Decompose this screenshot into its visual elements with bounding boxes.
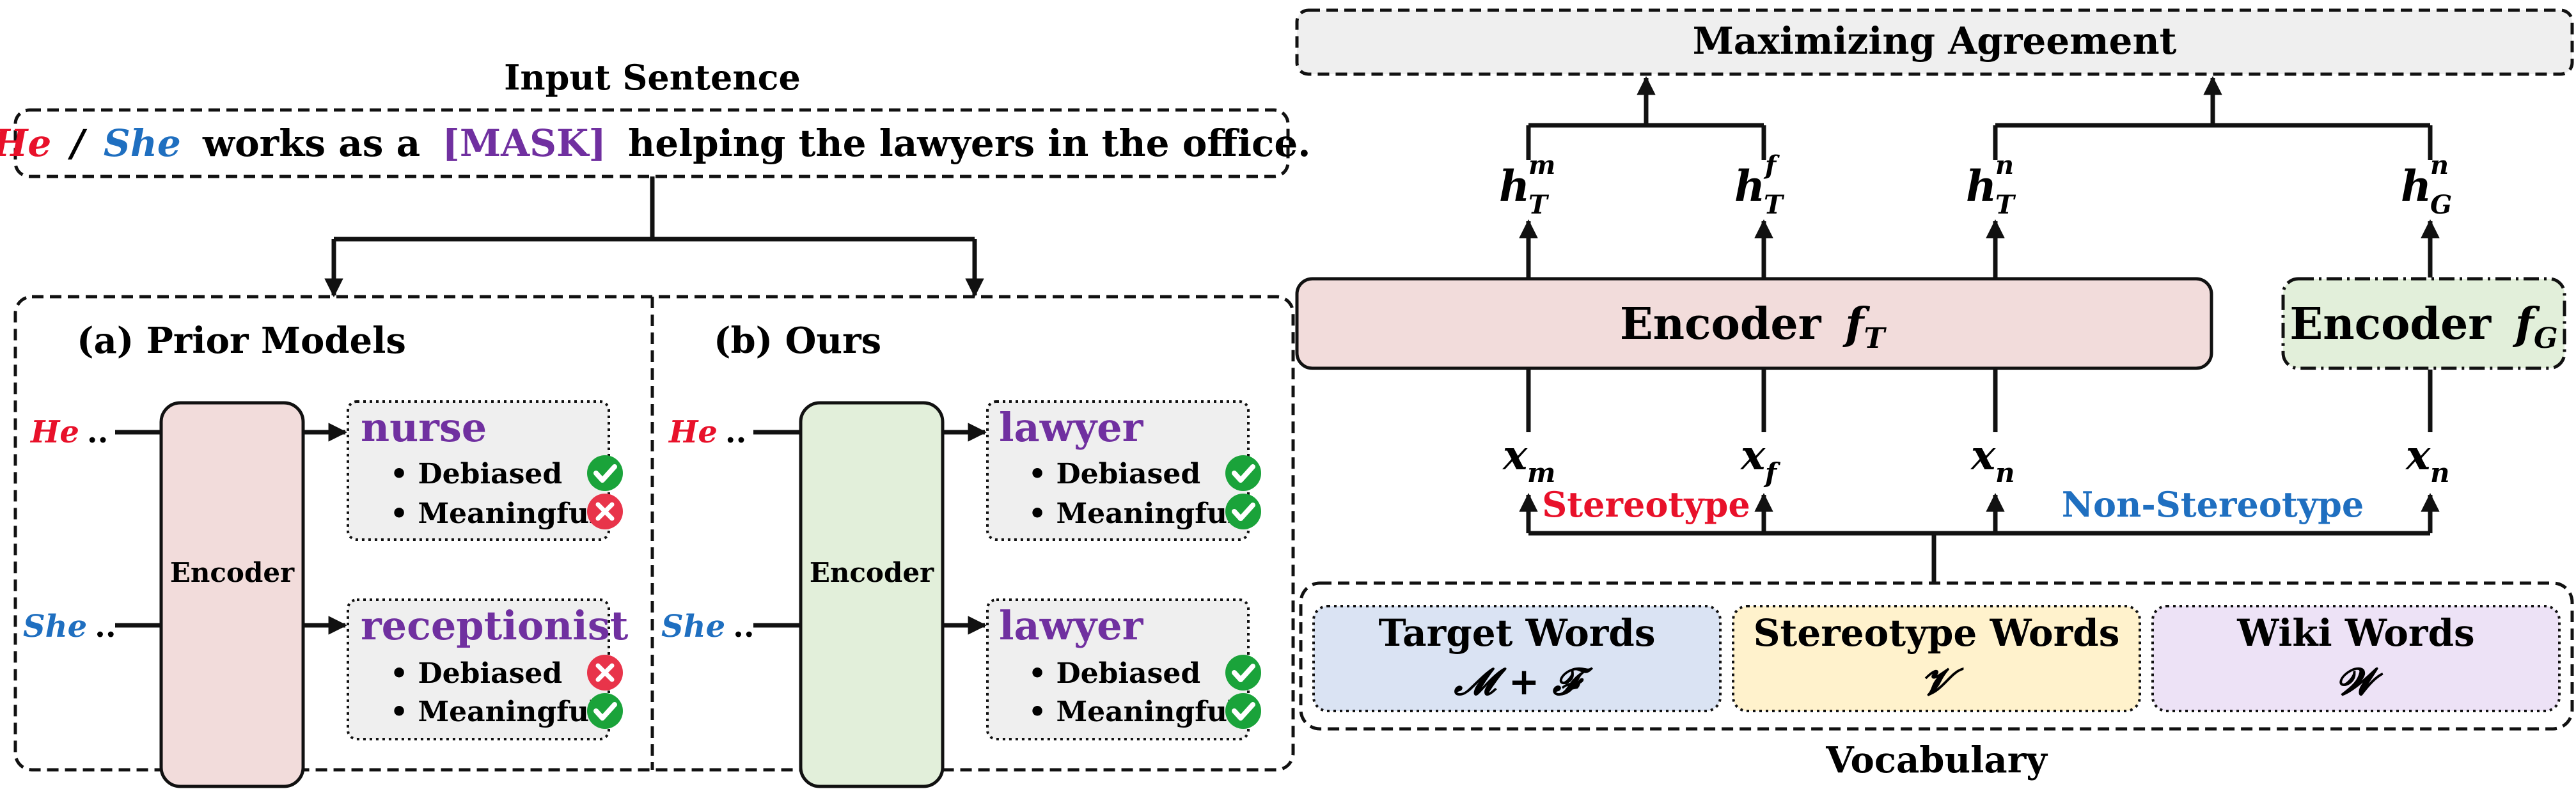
check-icon xyxy=(587,455,623,491)
svg-text:h: h xyxy=(1499,161,1530,211)
slash-token: / xyxy=(67,121,87,165)
stereotype-words-title: Stereotype Words xyxy=(1754,611,2120,655)
svg-text:h: h xyxy=(1966,161,1997,211)
ours-he-input: He.. xyxy=(668,414,746,450)
sentence-tail: helping the lawyers in the office. xyxy=(628,121,1310,165)
svg-text:x: x xyxy=(2405,432,2431,480)
ours-output-2-line-2: • Meaningful xyxy=(1028,696,1238,728)
input-sentence-box xyxy=(13,108,1290,178)
prior-output-box-1 xyxy=(347,400,610,541)
x-node-1: x m xyxy=(1502,432,1555,488)
ours-output-1-line-2: • Meaningful xyxy=(1028,497,1238,530)
encoder-fg-label: Encoder fG xyxy=(2289,299,2557,355)
h-node-2: h f T xyxy=(1734,150,1785,220)
svg-text:n: n xyxy=(1995,150,2014,180)
ours-she-input: She.. xyxy=(661,609,755,644)
encoder-to-h-arrows xyxy=(1519,219,2440,277)
target-words-box xyxy=(1312,605,1722,712)
svg-text:T: T xyxy=(1995,190,2016,220)
svg-text:h: h xyxy=(1734,161,1765,211)
input-split-arrows xyxy=(324,176,984,297)
check-icon xyxy=(1225,655,1261,691)
ours-output-word-2: lawyer xyxy=(999,602,1144,649)
maximizing-agreement-box xyxy=(1295,8,2574,76)
wiki-words-title: Wiki Words xyxy=(2236,611,2474,655)
target-words-symbol: 𝓜 + 𝓕 xyxy=(1454,660,1594,703)
svg-text:f: f xyxy=(1763,150,1780,180)
check-icon xyxy=(587,693,623,729)
prior-encoder-label: Encoder xyxy=(170,557,295,588)
svg-text:f: f xyxy=(1763,457,1781,488)
prior-output-1-line-1: • Debiased xyxy=(390,458,562,490)
svg-text:n: n xyxy=(2430,457,2450,488)
check-icon xyxy=(1225,693,1261,729)
vocab-to-x-arrows xyxy=(1519,493,2440,582)
svg-text:x: x xyxy=(1740,432,1766,480)
check-icon xyxy=(1225,494,1261,529)
ours-output-2-line-1: • Debiased xyxy=(1028,657,1200,690)
prior-models-title: (a) Prior Models xyxy=(77,320,406,362)
ours-output-box-2 xyxy=(986,598,1250,740)
h-node-3: h n T xyxy=(1966,150,2016,220)
sentence-mid: works as a xyxy=(202,121,420,165)
comparison-frame xyxy=(13,295,1295,772)
svg-text:G: G xyxy=(2430,190,2452,220)
svg-text:x: x xyxy=(1502,432,1528,480)
target-words-title: Target Words xyxy=(1378,611,1655,655)
wiki-words-box xyxy=(2151,605,2561,712)
svg-text:n: n xyxy=(1995,457,2015,488)
svg-text:h: h xyxy=(2401,161,2431,211)
maximizing-agreement-label: Maximizing Agreement xyxy=(1693,19,2177,63)
cross-icon xyxy=(587,494,623,529)
check-icon xyxy=(1225,455,1261,491)
prior-output-2-line-1: • Debiased xyxy=(390,657,562,690)
svg-text:n: n xyxy=(2430,150,2449,180)
x-node-4: x n xyxy=(2405,432,2450,488)
x-to-encoder-lines xyxy=(1526,370,2433,432)
prior-output-2-line-2: • Meaningful xyxy=(390,696,600,728)
ours-output-box-1 xyxy=(986,400,1250,541)
prior-he-input: He.. xyxy=(29,414,108,450)
mask-token: [MASK] xyxy=(442,121,606,165)
prior-output-word-2: receptionist xyxy=(361,602,629,649)
prior-output-box-2 xyxy=(347,598,610,740)
he-token: He xyxy=(0,121,51,165)
ours-output-1-line-1: • Debiased xyxy=(1028,458,1200,490)
prior-output-1-line-2: • Meaningful xyxy=(390,497,600,530)
x-node-3: x n xyxy=(1970,432,2015,488)
stereotype-label: Stereotype xyxy=(1542,484,1750,525)
she-token: She xyxy=(104,121,181,165)
svg-text:T: T xyxy=(1528,190,1550,220)
vocabulary-title: Vocabulary xyxy=(1825,739,2048,781)
encoder-ft xyxy=(1295,277,2213,370)
input-sentence-title: Input Sentence xyxy=(504,57,801,98)
encoder-ft-label: Encoder fT xyxy=(1620,299,1887,355)
prior-she-input: She.. xyxy=(23,609,116,644)
x-node-2: x f xyxy=(1740,432,1781,488)
h-node-1: h m T xyxy=(1499,150,1555,220)
h-node-4: h n G xyxy=(2401,150,2452,220)
agreement-merge-arrows xyxy=(1526,76,2433,160)
cross-icon xyxy=(587,655,623,691)
stereotype-words-box xyxy=(1732,605,2141,712)
ours-encoder-label: Encoder xyxy=(810,557,934,588)
svg-text:m: m xyxy=(1528,150,1555,180)
svg-text:T: T xyxy=(1764,190,1785,220)
ours-title: (b) Ours xyxy=(714,320,881,362)
non-stereotype-label: Non-Stereotype xyxy=(2062,484,2364,525)
input-sentence: He / She works as a [MASK] helping the l… xyxy=(0,121,1310,165)
encoder-fg xyxy=(2281,277,2566,370)
svg-text:x: x xyxy=(1970,432,1996,480)
prior-encoder xyxy=(159,401,305,788)
prior-output-word-1: nurse xyxy=(361,404,487,451)
svg-text:m: m xyxy=(1527,457,1555,488)
ours-encoder xyxy=(799,401,945,788)
ours-output-word-1: lawyer xyxy=(999,404,1144,451)
